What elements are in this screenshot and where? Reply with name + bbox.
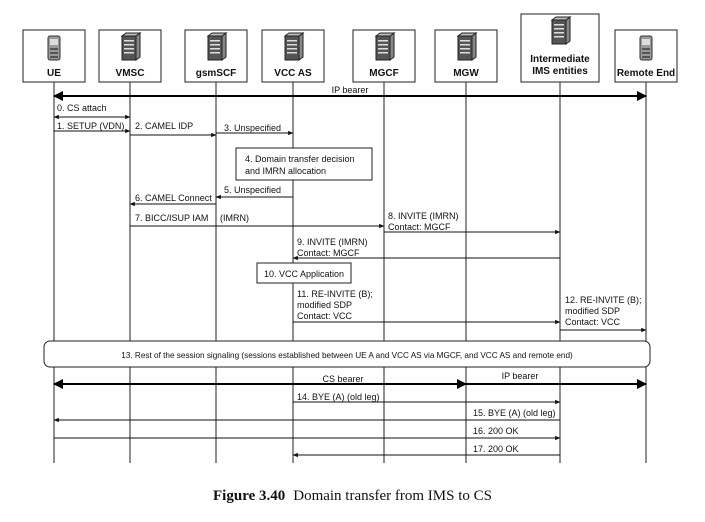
message-label-m6: 6. CAMEL Connect [135, 193, 212, 203]
message-label-m11: modified SDP [297, 300, 352, 310]
message-label-m3: 3. Unspecified [224, 123, 281, 133]
cs-bearer-label: CS bearer [322, 374, 363, 384]
message-label-m16: 16. 200 OK [473, 426, 519, 436]
server-icon [456, 32, 478, 61]
message-label-m17: 17. 200 OK [473, 444, 519, 454]
message-label-m15: 15. BYE (A) (old leg) [473, 408, 556, 418]
message-label-m12: modified SDP [565, 306, 620, 316]
message-label-m11: Contact: VCC [297, 311, 353, 321]
step4-label: and IMRN allocation [245, 166, 326, 176]
server-icon [283, 32, 305, 61]
phone-icon [639, 35, 653, 61]
diagram-canvas: UE VMSC gsmSCF VCC AS MGCF MGW IntermediateIMS… [22, 13, 678, 463]
entity-label-mgcf: MGCF [369, 68, 398, 79]
figure-number: Figure 3.40 [213, 488, 286, 504]
server-icon [550, 16, 572, 45]
message-label-m2: 2. CAMEL IDP [135, 121, 193, 131]
message-label-m12: Contact: VCC [565, 317, 621, 327]
entity-label-vccas: VCC AS [274, 68, 312, 79]
entity-label-gsmscf: gsmSCF [196, 68, 237, 79]
entity-label-mgw: MGW [453, 68, 479, 79]
entity-label-ue: UE [47, 68, 61, 79]
ip-bearer-bottom-label: IP bearer [502, 371, 539, 381]
entity-label-ims: Intermediate [530, 54, 590, 65]
step4-box [235, 147, 373, 181]
step13-label: 13. Rest of the session signaling (sessi… [121, 351, 573, 360]
entity-label-vmsc: VMSC [116, 68, 145, 79]
step4-label: 4. Domain transfer decision [245, 154, 355, 164]
step10-box [256, 262, 352, 284]
server-icon [206, 32, 228, 61]
message-label-m9: 9. INVITE (IMRN) [297, 237, 368, 247]
message-label-m0: 0. CS attach [57, 103, 107, 113]
figure-caption: Figure 3.40 Domain transfer from IMS to C… [0, 488, 705, 505]
message-label-m7-extra: (IMRN) [220, 213, 249, 223]
message-label-m14: 14. BYE (A) (old leg) [297, 392, 380, 402]
message-label-m12: 12. RE-INVITE (B); [565, 295, 642, 305]
message-label-m5: 5. Unspecified [224, 185, 281, 195]
message-label-m8: Contact: MGCF [388, 222, 451, 232]
message-label-m8: 8. INVITE (IMRN) [388, 211, 459, 221]
figure-title: Domain transfer from IMS to CS [293, 488, 492, 504]
message-label-m11: 11. RE-INVITE (B); [297, 289, 373, 299]
server-icon [374, 32, 396, 61]
step10-label: 10. VCC Application [264, 269, 344, 279]
ip-bearer-top-label: IP bearer [332, 85, 369, 95]
message-label-m7: 7. BICC/ISUP IAM [135, 213, 208, 223]
message-label-m9: Contact: MGCF [297, 248, 360, 258]
server-icon [120, 32, 142, 61]
message-label-m1: 1. SETUP (VDN) [57, 121, 124, 131]
step13-box [43, 340, 651, 368]
phone-icon [47, 35, 61, 61]
entity-label-ims: IMS entities [532, 66, 588, 77]
entity-label-remote: Remote End [617, 68, 675, 79]
